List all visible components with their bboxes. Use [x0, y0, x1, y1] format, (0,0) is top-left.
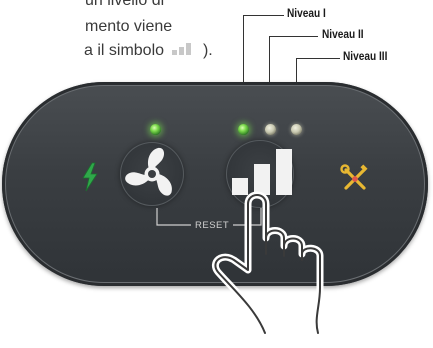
instruction-line-3-prefix: a il simbolo — [84, 42, 165, 59]
callout-level2-horizontal — [269, 36, 318, 37]
instruction-line-3-suffix: ). — [202, 42, 213, 59]
signal-bars-symbol-icon — [172, 43, 192, 55]
pointing-hand-icon — [211, 191, 324, 337]
instruction-line-1: un livello di — [85, 0, 165, 9]
reset-label: RESET — [195, 220, 230, 231]
signal-bars-icon — [232, 149, 292, 195]
level-2-label: Niveau II — [322, 29, 364, 41]
level-1-label: Niveau I — [287, 8, 326, 20]
level-3-label: Niveau III — [343, 51, 388, 63]
level-2-led — [265, 124, 276, 135]
reset-bracket — [156, 208, 262, 226]
instruction-line-2: mento viene — [85, 18, 173, 35]
fan-icon — [125, 147, 172, 196]
control-panel — [2, 82, 428, 286]
callout-level2-vertical — [269, 36, 270, 126]
callout-level1-vertical — [243, 15, 244, 126]
lightning-bolt-icon — [82, 162, 98, 192]
callout-level3-horizontal — [296, 58, 340, 59]
instruction-line-3: a il simbolo ). — [84, 41, 213, 60]
callout-level1-horizontal — [243, 15, 284, 16]
level-1-led — [238, 124, 249, 135]
wrench-screwdriver-icon — [340, 164, 368, 190]
fan-led — [150, 124, 161, 135]
level-3-led — [291, 124, 302, 135]
